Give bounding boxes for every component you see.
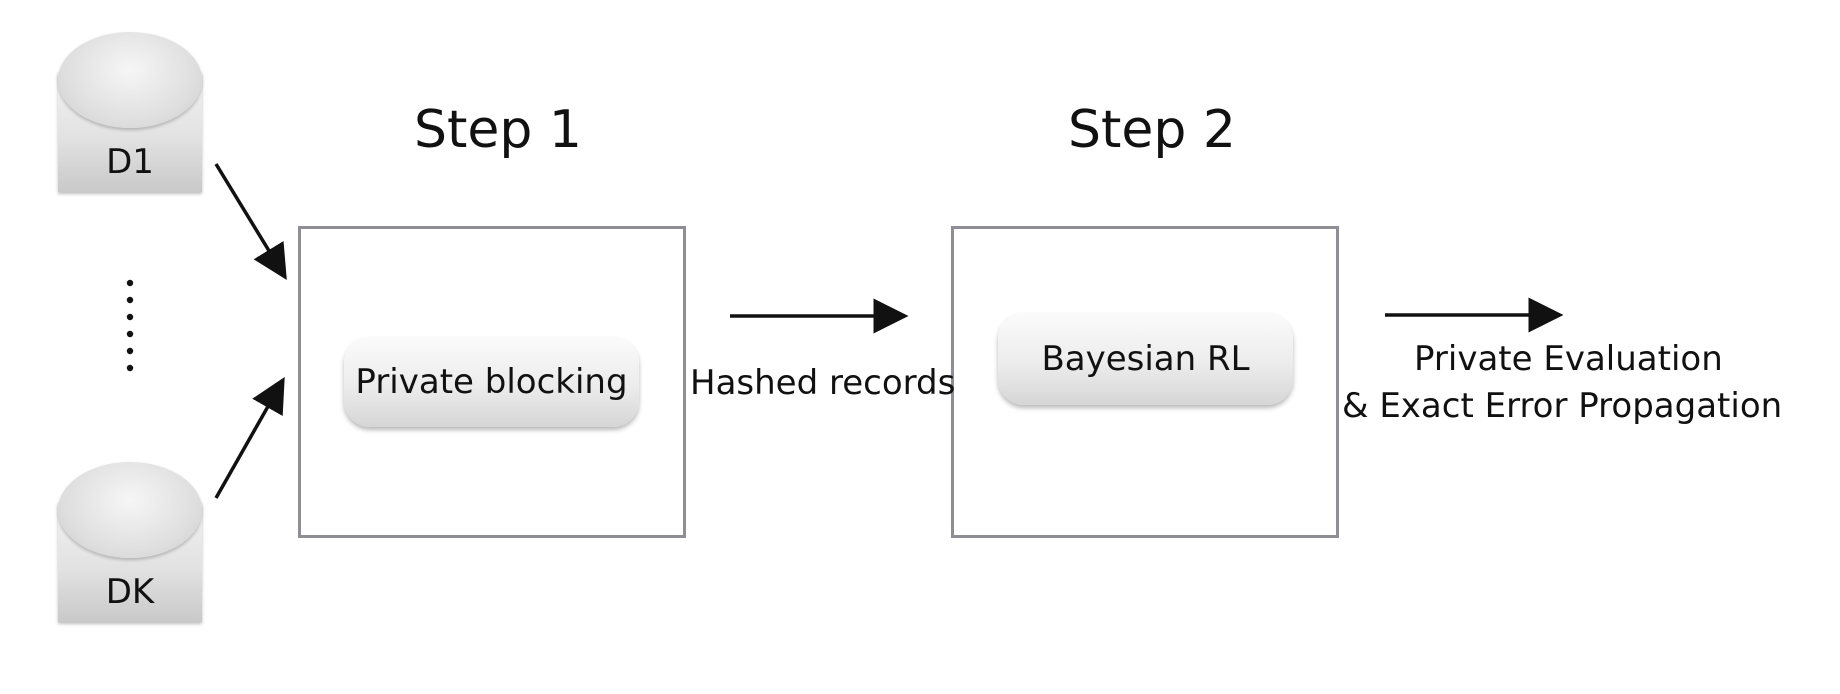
database-label: DK xyxy=(105,572,155,612)
step-1-title: Step 1 xyxy=(414,100,583,160)
output-label-line1: Private Evaluation xyxy=(1414,339,1723,379)
database-top xyxy=(58,462,202,558)
bayesian-rl-node: Bayesian RL xyxy=(998,313,1293,405)
arrow-dk-to-step1 xyxy=(214,376,285,499)
database-d1: D1 xyxy=(58,32,202,192)
private-blocking-node: Private blocking xyxy=(344,337,639,427)
database-dk: DK xyxy=(58,462,202,622)
output-label-line2: & Exact Error Propagation xyxy=(1342,386,1783,426)
arrow-d1-to-step1 xyxy=(214,163,287,280)
ellipsis-dots xyxy=(126,279,134,372)
database-top xyxy=(58,32,202,128)
step-2-title: Step 2 xyxy=(1068,100,1237,160)
hashed-records-label: Hashed records xyxy=(690,363,956,403)
database-label: D1 xyxy=(106,142,154,182)
